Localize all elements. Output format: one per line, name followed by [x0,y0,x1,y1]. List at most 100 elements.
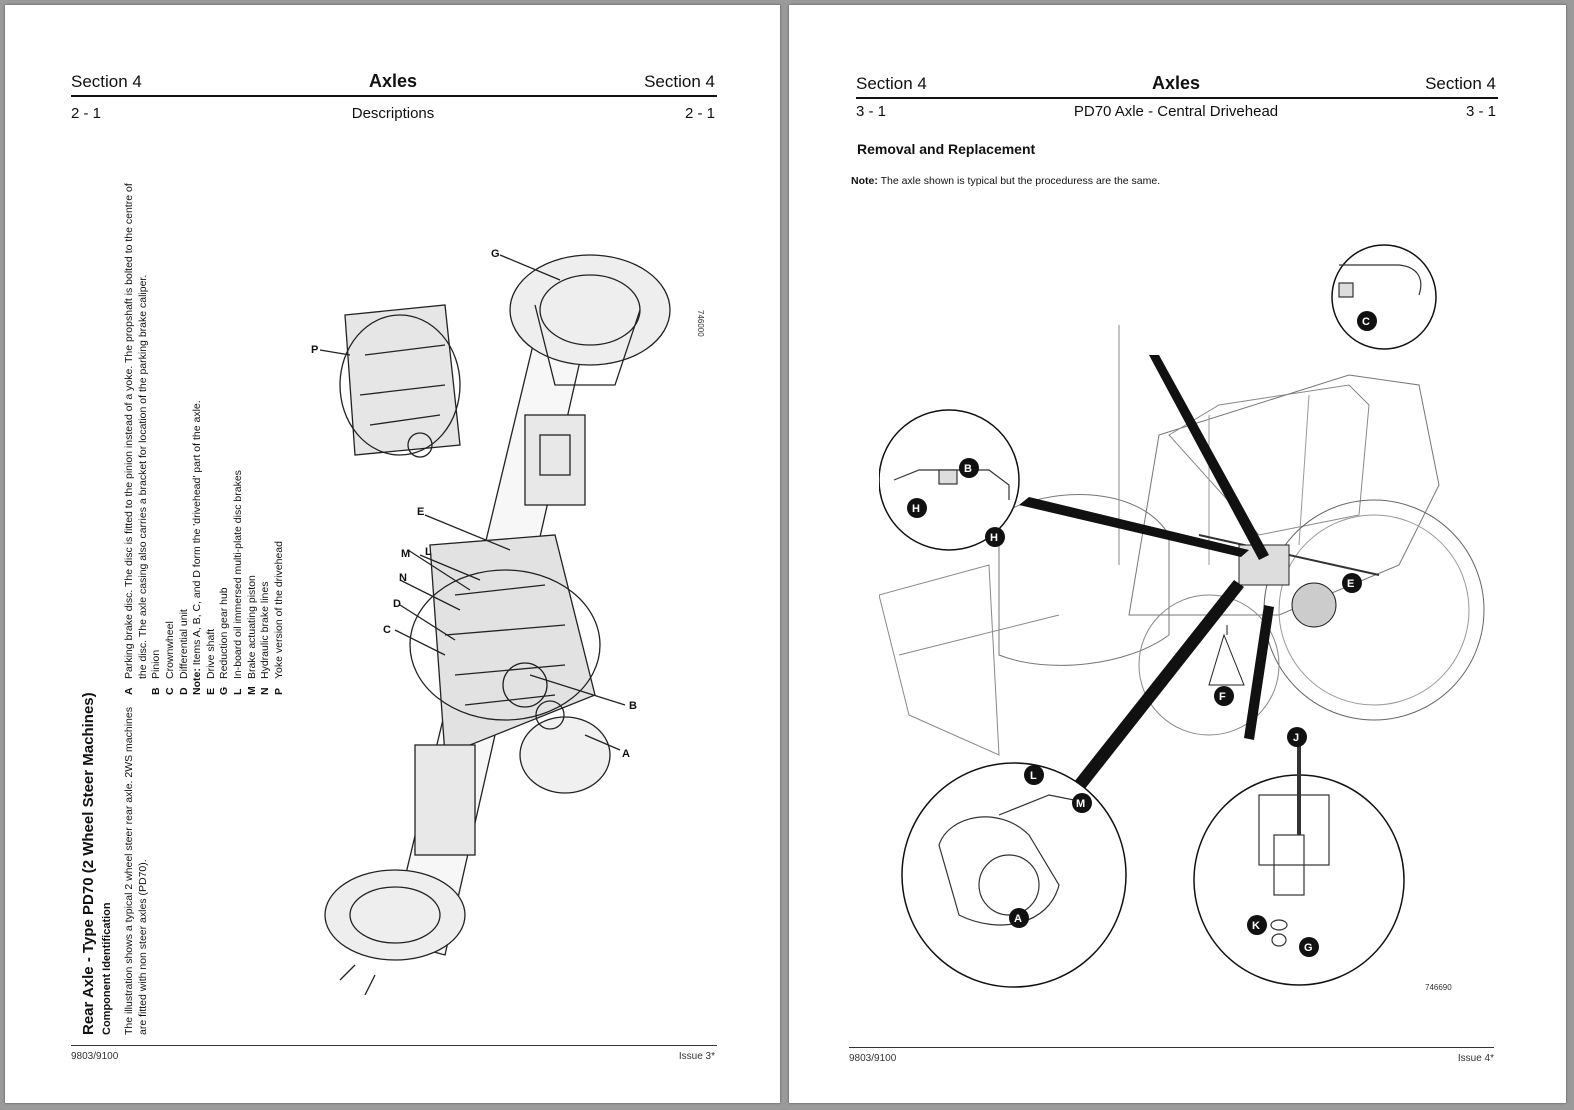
component-text: Brake actuating piston [245,575,258,679]
component-key: E [204,687,217,695]
footer-rule [849,1047,1494,1048]
svg-text:L: L [1030,770,1037,782]
figure-code: 746000 [696,310,705,337]
page-header: Section 4 Axles Section 4 [856,73,1496,94]
component-text: Parking brake disc. The disc is fitted t… [123,183,149,679]
page-footer: 9803/9100 Issue 4* [849,1053,1494,1064]
subheader-page-left: 3 - 1 [856,103,887,120]
subheader-page-right: 3 - 1 [1465,103,1496,120]
fig-label-a: A [622,748,630,760]
component-key: C [163,687,176,695]
callout-j: J [1287,727,1307,747]
subheader-page-left: 2 - 1 [71,105,102,122]
note-text: The axle shown is typical but the proced… [880,175,1161,187]
component-key: G [218,686,231,695]
svg-text:K: K [1252,920,1260,932]
svg-text:H: H [990,532,998,544]
subheader-title: Descriptions [351,105,435,122]
component-key: A [123,687,135,695]
left-page: Section 4 Axles Section 4 2 - 1 Descript… [5,5,780,1103]
component-item: C Crownwheel [164,175,178,695]
subheader-title: PD70 Axle - Central Drivehead [1073,103,1279,120]
fig-label-c: C [383,624,391,636]
svg-text:M: M [1076,798,1085,810]
svg-text:E: E [1347,578,1354,590]
svg-text:F: F [1219,691,1226,703]
callout-f: F [1214,686,1234,706]
callout-h-left: H [907,498,927,518]
component-text: Crownwheel [163,621,176,679]
callout-g: G [1299,937,1319,957]
note-text: Items A, B, C, and D form the 'drivehead… [191,400,204,666]
component-item: A Parking brake disc. The disc is fitted … [123,175,150,695]
note-label: Note: [191,668,204,695]
component-key: L [232,688,245,695]
intro-paragraph: The illustration shows a typical 2 wheel… [123,707,149,1035]
component-item: P Yoke version of the drivehead [273,175,287,695]
header-rule [71,95,717,97]
footer-issue: Issue 4* [1457,1053,1494,1064]
page-footer: 9803/9100 Issue 3* [71,1051,715,1062]
component-item: G Reduction gear hub [218,175,232,695]
section-heading: Removal and Replacement [857,141,1036,157]
fig-label-b: B [629,700,637,712]
footer-issue: Issue 3* [678,1051,715,1062]
svg-text:J: J [1293,732,1299,744]
fig-label-n: N [399,572,407,584]
svg-text:A: A [1014,913,1022,925]
callout-m: M [1072,793,1092,813]
callouts: C B H H E F J L M A K G [907,311,1377,957]
footer-rule [71,1045,717,1046]
header-section-right: Section 4 [644,72,715,91]
component-key: P [273,687,286,695]
page-subheader: 2 - 1 Descriptions 2 - 1 [71,105,715,122]
component-text: Reduction gear hub [218,587,231,679]
callout-e: E [1342,573,1362,593]
footer-doc-number: 9803/9100 [71,1051,119,1062]
footer-doc-number: 9803/9100 [849,1053,897,1064]
component-items: A Parking brake disc. The disc is fitted … [123,175,191,695]
section-subheading: Component Identification [101,902,113,1035]
axle-cutaway-illustration: G P E L M N D C B A [311,248,671,996]
callout-a: A [1009,908,1029,928]
header-title: Axles [1151,73,1201,93]
figure-code: 746690 [1425,983,1452,992]
component-text: Hydraulic brake lines [259,581,272,679]
fig-label-l: L [425,546,432,558]
component-list: A Parking brake disc. The disc is fitted … [123,175,287,695]
rotated-text-block: Rear Axle - Type PD70 (2 Wheel Steer Mac… [80,175,287,1035]
section-note: Note: The axle shown is typical but the … [851,175,1181,188]
page-header: Section 4 Axles Section 4 [71,71,715,92]
fig-label-d: D [393,598,401,610]
component-item: D Differential unit [178,175,192,695]
header-section-right: Section 4 [1425,74,1496,93]
subheader-page-right: 2 - 1 [684,105,715,122]
right-page: Section 4 Axles Section 4 3 - 1 PD70 Axl… [789,5,1566,1103]
header-title: Axles [368,71,418,91]
component-text: Yoke version of the drivehead [273,541,286,679]
callout-k: K [1247,915,1267,935]
fig-label-p: P [311,344,318,356]
component-text: Pinion [150,649,163,679]
svg-text:G: G [1304,942,1313,954]
component-text: Differential unit [177,609,190,679]
component-key: D [177,687,190,695]
section-heading: Rear Axle - Type PD70 (2 Wheel Steer Mac… [80,692,97,1035]
component-item: M Brake actuating piston [246,175,260,695]
callout-h-right: H [985,527,1005,547]
note-label: Note: [851,175,878,187]
page-subheader: 3 - 1 PD70 Axle - Central Drivehead 3 - … [856,103,1496,120]
component-key: M [245,686,258,695]
callout-c: C [1357,311,1377,331]
component-key: N [259,687,272,695]
component-item: N Hydraulic brake lines [259,175,273,695]
callout-b: B [959,458,979,478]
axle-removal-illustration: C B H H E F J L M A K G [879,244,1485,988]
fig-label-m: M [401,548,410,560]
header-section-left: Section 4 [856,74,927,93]
fig-label-g: G [491,248,500,260]
component-key: B [150,687,163,695]
